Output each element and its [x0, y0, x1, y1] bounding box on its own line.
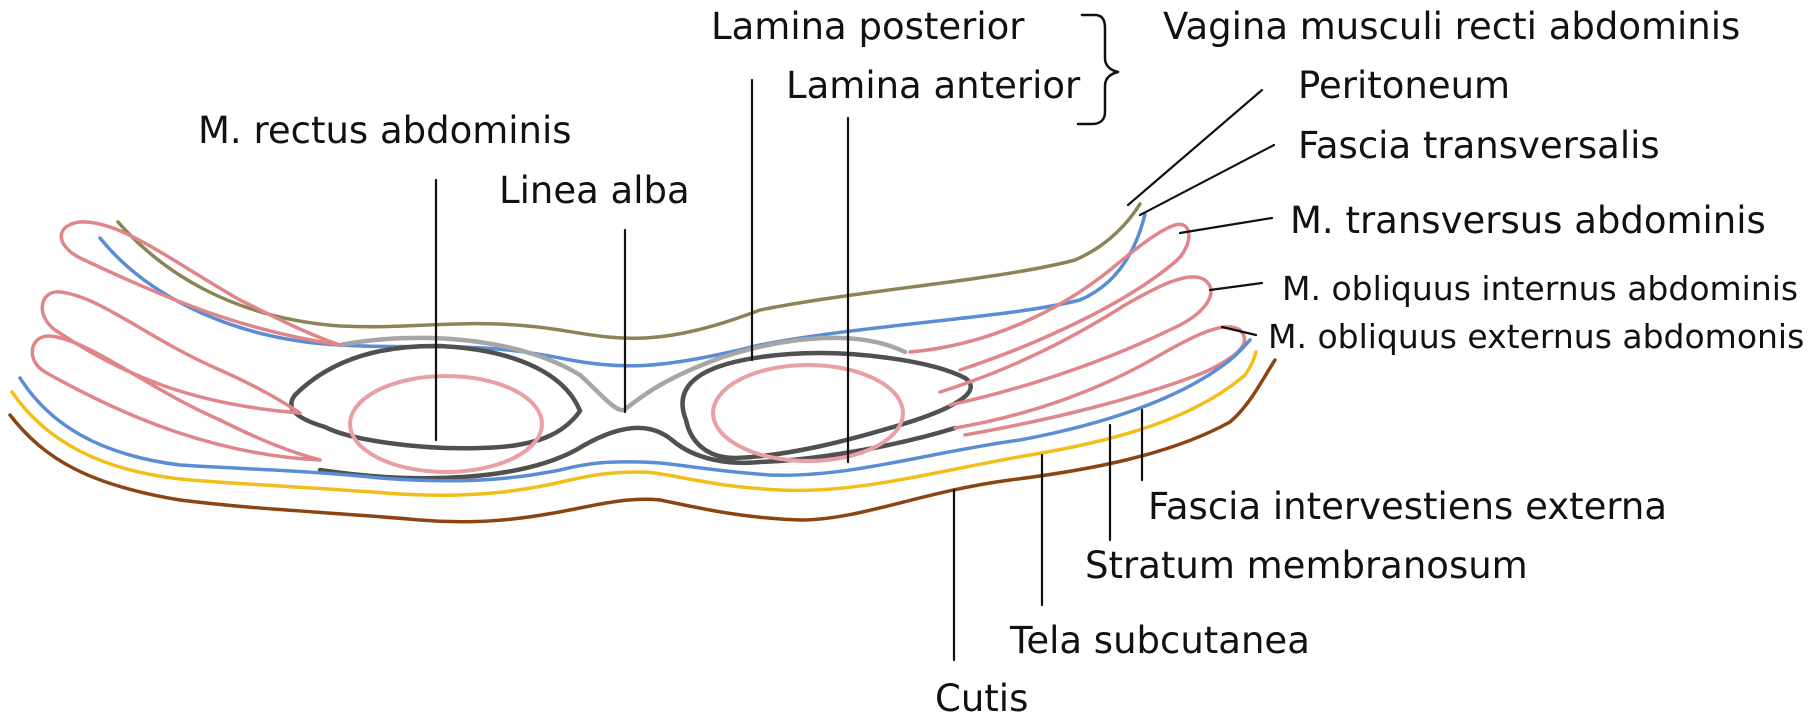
rectus-muscle-left	[350, 376, 542, 472]
anterior-sheath-right	[683, 353, 971, 458]
label-lamina-anterior: Lamina anterior	[786, 67, 1080, 104]
leader-m-transversus	[1180, 218, 1272, 233]
label-stratum-membranosum: Stratum membranosum	[1085, 547, 1528, 584]
label-peritoneum: Peritoneum	[1298, 67, 1510, 104]
stratum-membranosum-line	[12, 352, 1256, 495]
label-m-rectus: M. rectus abdominis	[198, 112, 572, 149]
peritoneum-line	[118, 204, 1140, 338]
fascia-transversalis-line	[100, 214, 1145, 366]
posterior-sheath-line	[340, 338, 905, 410]
leader-fascia-transversalis	[1140, 145, 1274, 215]
label-m-obliquus-externus: M. obliquus externus abdomonis	[1268, 320, 1804, 353]
label-vagina-musculi-recti: Vagina musculi recti abdominis	[1163, 8, 1740, 45]
label-fascia-intervestiens: Fascia intervestiens externa	[1148, 488, 1667, 525]
label-tela-subcutanea: Tela subcutanea	[1010, 622, 1310, 659]
vagina-bracket	[1078, 15, 1118, 124]
label-linea-alba: Linea alba	[499, 172, 690, 209]
leader-m-obliquus-internus	[1210, 283, 1262, 290]
label-lamina-posterior: Lamina posterior	[711, 8, 1025, 45]
label-fascia-transversalis: Fascia transversalis	[1298, 127, 1660, 164]
label-m-obliquus-internus: M. obliquus internus abdominis	[1282, 272, 1798, 305]
label-cutis: Cutis	[935, 680, 1028, 717]
label-m-transversus: M. transversus abdominis	[1290, 202, 1766, 239]
leader-peritoneum	[1128, 90, 1262, 205]
